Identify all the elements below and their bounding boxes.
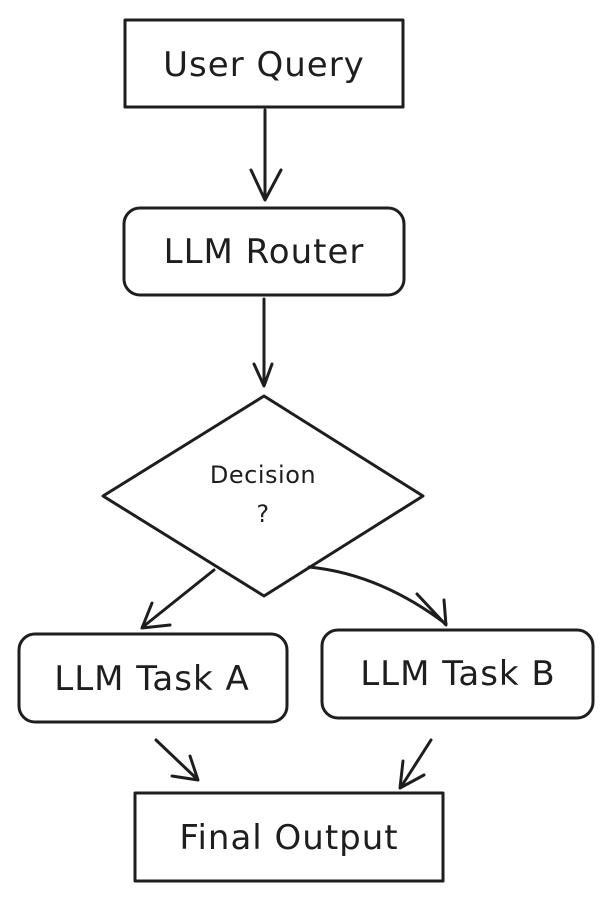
node-final-output-label: Final Output xyxy=(179,818,398,858)
node-decision[interactable]: Decision ? xyxy=(101,394,425,598)
edge-task-a-to-output xyxy=(154,738,200,782)
node-task-b-label: LLM Task B xyxy=(360,654,556,694)
node-user-query-label: User Query xyxy=(163,45,365,85)
edge-decision-to-task-a xyxy=(140,568,216,630)
node-task-a-box xyxy=(17,632,289,724)
node-final-output[interactable]: Final Output xyxy=(133,791,445,883)
node-user-query[interactable]: User Query xyxy=(123,18,405,109)
edge-task-a-to-output-arrowhead xyxy=(170,754,200,782)
edge-task-b-to-output-arrowhead xyxy=(398,759,426,790)
edge-task-b-to-output-line xyxy=(399,738,433,789)
edge-decision-to-task-b-line xyxy=(307,565,448,626)
node-final-output-box xyxy=(133,791,445,883)
node-task-b[interactable]: LLM Task B xyxy=(320,628,595,720)
edge-task-b-to-output xyxy=(398,738,433,790)
node-user-query-box xyxy=(123,18,405,109)
node-decision-label: Decision xyxy=(210,461,316,489)
node-task-a-label: LLM Task A xyxy=(54,659,249,699)
node-llm-router[interactable]: LLM Router xyxy=(122,206,406,297)
edge-router-to-decision xyxy=(252,297,274,388)
node-llm-router-label: LLM Router xyxy=(164,232,365,272)
node-llm-router-box xyxy=(122,206,406,297)
node-decision-diamond xyxy=(101,394,425,598)
edge-query-to-router-arrowhead xyxy=(249,168,283,202)
edge-router-to-decision-arrowhead xyxy=(252,362,274,388)
edge-decision-to-task-b xyxy=(307,565,448,627)
edge-decision-to-task-a-arrowhead xyxy=(140,601,172,630)
edge-query-to-router xyxy=(249,108,283,202)
node-task-b-box xyxy=(320,628,595,720)
edge-decision-to-task-b-arrowhead xyxy=(415,592,448,627)
node-decision-question-mark: ? xyxy=(256,500,269,528)
edge-decision-to-task-a-line xyxy=(142,568,216,628)
node-task-a[interactable]: LLM Task A xyxy=(17,632,289,724)
edge-task-a-to-output-line xyxy=(154,738,199,781)
